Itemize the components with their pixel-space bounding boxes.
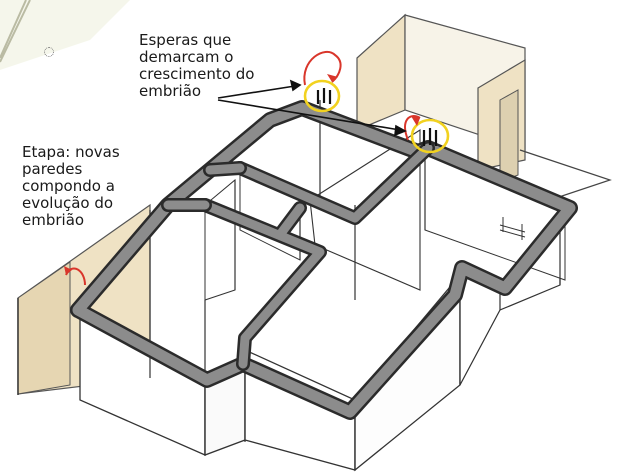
wall-tops <box>70 100 578 420</box>
new-wall-back-left <box>356 13 406 131</box>
wall-face-inner-left <box>204 178 236 301</box>
annotation-esperas: Esperas que demarcam o crescimento do em… <box>139 31 255 100</box>
rebar-stub-icon <box>316 88 438 146</box>
new-wall-left-face <box>17 261 71 395</box>
new-wall-right-panel <box>499 89 519 183</box>
leader-arrows <box>217 79 407 137</box>
red-arrowheads <box>64 74 420 275</box>
window-mark <box>499 217 526 240</box>
annotation-etapa: Etapa: novas paredes compondo a evolução… <box>22 143 120 229</box>
dotted-circle-icon <box>44 47 54 57</box>
ground-wash <box>0 0 130 70</box>
highlight-circles <box>303 79 450 154</box>
